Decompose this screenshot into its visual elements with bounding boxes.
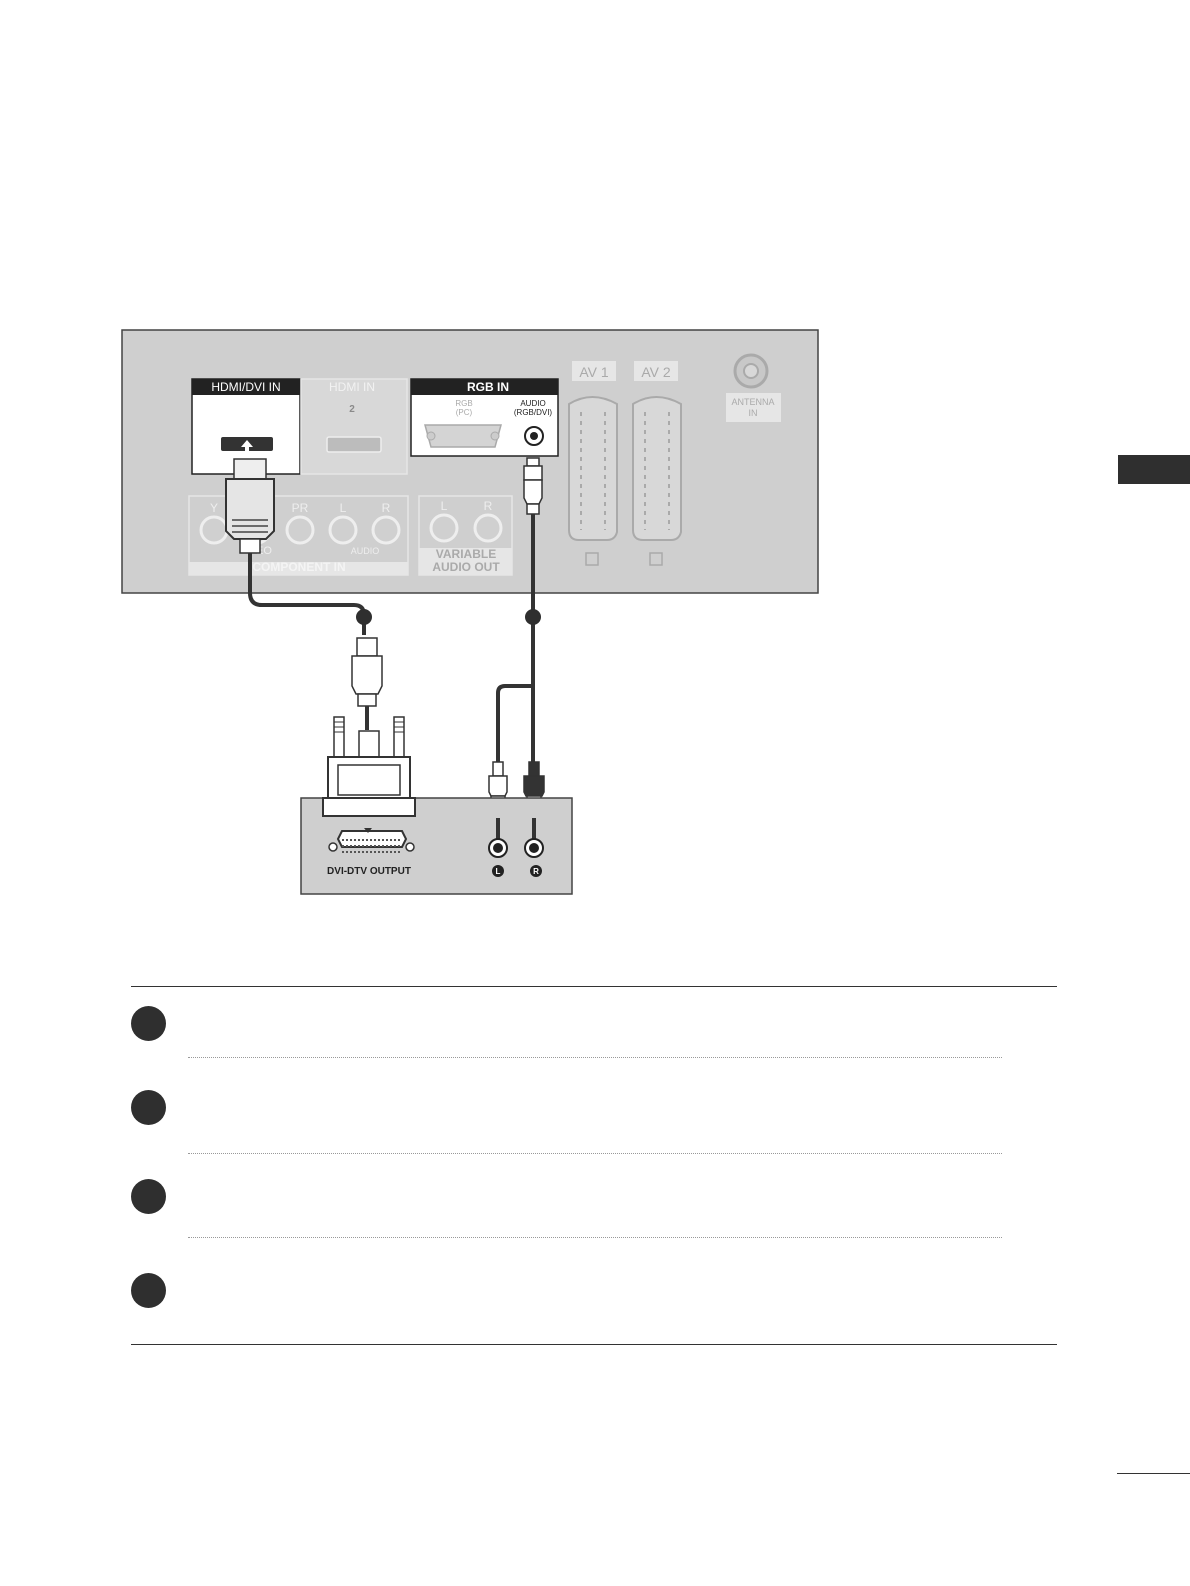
component-audio-label: AUDIO <box>351 546 380 556</box>
scart-av2 <box>632 396 682 541</box>
component-y-label: Y <box>210 501 218 515</box>
component-pr-label: PR <box>292 501 309 515</box>
step-bullet-1 <box>131 1006 166 1041</box>
page-number-rule <box>1117 1473 1190 1474</box>
hdmi-in-number: 2 <box>349 404 355 415</box>
variable-audio-r-label: R <box>484 499 493 513</box>
hdmi-dvi-in-label: HDMI/DVI IN <box>211 380 280 394</box>
rgb-pc-label: RGB <box>455 399 472 408</box>
step-separator-1 <box>188 1057 1002 1058</box>
device-jack-left-label: L <box>496 867 501 876</box>
variable-audio-subtitle: AUDIO OUT <box>432 560 500 574</box>
rgb-pc-sublabel: (PC) <box>456 408 473 417</box>
step-bullet-3 <box>131 1179 166 1214</box>
antenna-label: ANTENNA <box>731 397 774 407</box>
steps-bottom-rule <box>131 1344 1057 1345</box>
audio-cable-plug-top <box>523 457 543 515</box>
hdmi-port-2 <box>326 436 382 453</box>
hdmi-in-label: HDMI IN <box>329 380 375 394</box>
component-in-title: COMPONENT IN <box>252 560 345 574</box>
variable-audio-title: VARIABLE <box>436 547 496 561</box>
step-separator-3 <box>188 1237 1002 1238</box>
antenna-sublabel: IN <box>749 408 758 418</box>
connection-diagram: HDMI/DVI IN HDMI IN 2 RGB IN RGB (PC) AU… <box>121 329 819 895</box>
variable-audio-l-label: L <box>441 499 448 513</box>
av2-label: AV 2 <box>641 364 671 380</box>
dvi-output-label: DVI-DTV OUTPUT <box>327 866 411 877</box>
hdmi-dvi-adapter <box>322 637 416 820</box>
audio-rgb-dvi-sublabel: (RGB/DVI) <box>514 408 553 417</box>
step-bullet-4 <box>131 1273 166 1308</box>
component-l-label: L <box>340 501 347 515</box>
callout-dot-1 <box>356 609 372 625</box>
hdmi-cable-plug <box>225 458 275 554</box>
scart-av1 <box>568 396 618 541</box>
hdmi-in-2-box <box>300 378 408 475</box>
steps-top-rule <box>131 986 1057 987</box>
step-bullet-2 <box>131 1090 166 1125</box>
vga-port <box>424 424 502 448</box>
rgb-in-label: RGB IN <box>467 380 509 394</box>
chapter-tab <box>1118 455 1190 484</box>
av1-label: AV 1 <box>579 364 609 380</box>
step-separator-2 <box>188 1153 1002 1154</box>
callout-dot-2 <box>525 609 541 625</box>
component-r-label: R <box>382 501 391 515</box>
audio-rgb-dvi-label: AUDIO <box>520 399 545 408</box>
device-jack-right-label: R <box>533 867 539 876</box>
